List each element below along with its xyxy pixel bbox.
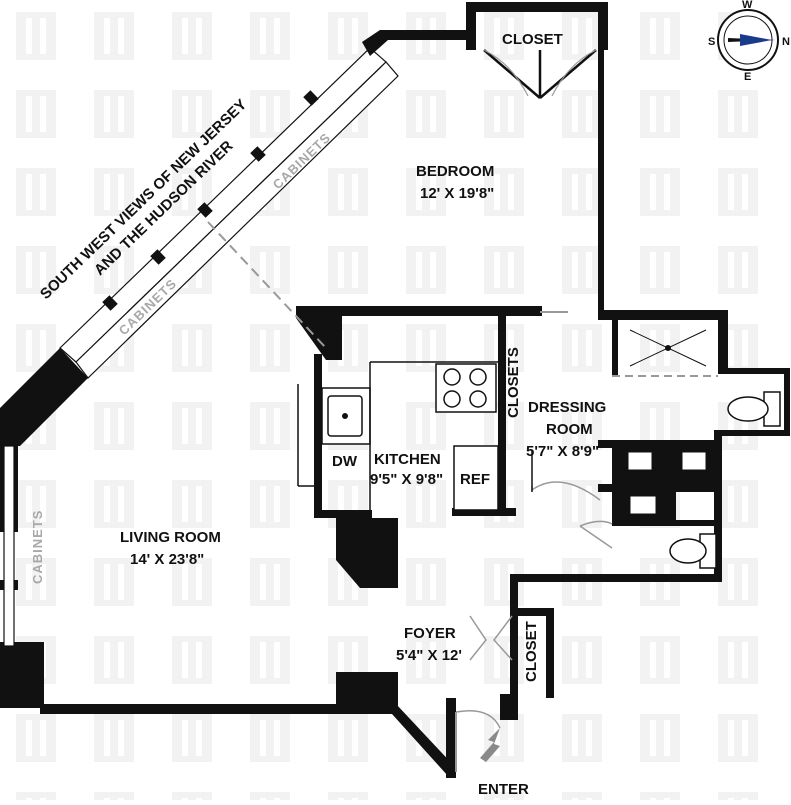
compass-s: S (708, 36, 715, 48)
kitchen-name: KITCHEN (374, 451, 441, 468)
toilet-icon (727, 391, 781, 427)
toilet-icon (669, 533, 717, 569)
compass-icon: N S E W (708, 0, 790, 83)
compass-w: W (742, 0, 753, 11)
foyer-name: FOYER (404, 625, 456, 642)
left-window (3, 445, 15, 647)
doors (455, 49, 613, 772)
kitchen-fixtures (297, 361, 499, 511)
foyer-dims: 5'4" X 12' (396, 647, 462, 664)
dw-label: DW (332, 453, 358, 470)
dressing-name2: ROOM (546, 421, 593, 438)
dressing-dims: 5'7" X 8'9" (526, 443, 599, 460)
dashed-line-diagonal (207, 221, 327, 349)
ref-label: REF (460, 471, 490, 488)
vanity-sink-icon (629, 495, 657, 515)
closets-label: CLOSETS (505, 347, 522, 418)
entry-arrow-icon (480, 728, 500, 762)
dressing-name1: DRESSING (528, 399, 606, 416)
bath-fixtures (612, 329, 781, 569)
compass-e: E (744, 71, 751, 83)
kitchen-dims: 9'5" X 9'8" (370, 471, 443, 488)
vanity-sink-icon (681, 451, 707, 471)
refrigerator-box (453, 445, 499, 511)
vanity-sink-icon (627, 451, 653, 471)
diagonal-window (59, 47, 399, 379)
compass-n: N (782, 36, 790, 48)
bedroom-name: BEDROOM (416, 163, 494, 180)
walls (0, 2, 790, 778)
enter-label: ENTER (478, 781, 529, 798)
cabinets-left-label: CABINETS (30, 510, 45, 584)
living-dims: 14' X 23'8" (130, 551, 204, 568)
living-name: LIVING ROOM (120, 529, 221, 546)
closet-top-label: CLOSET (502, 31, 563, 48)
bedroom-dims: 12' X 19'8" (420, 185, 494, 202)
closet-foyer-label: CLOSET (523, 621, 540, 682)
stove-icon (435, 363, 497, 413)
